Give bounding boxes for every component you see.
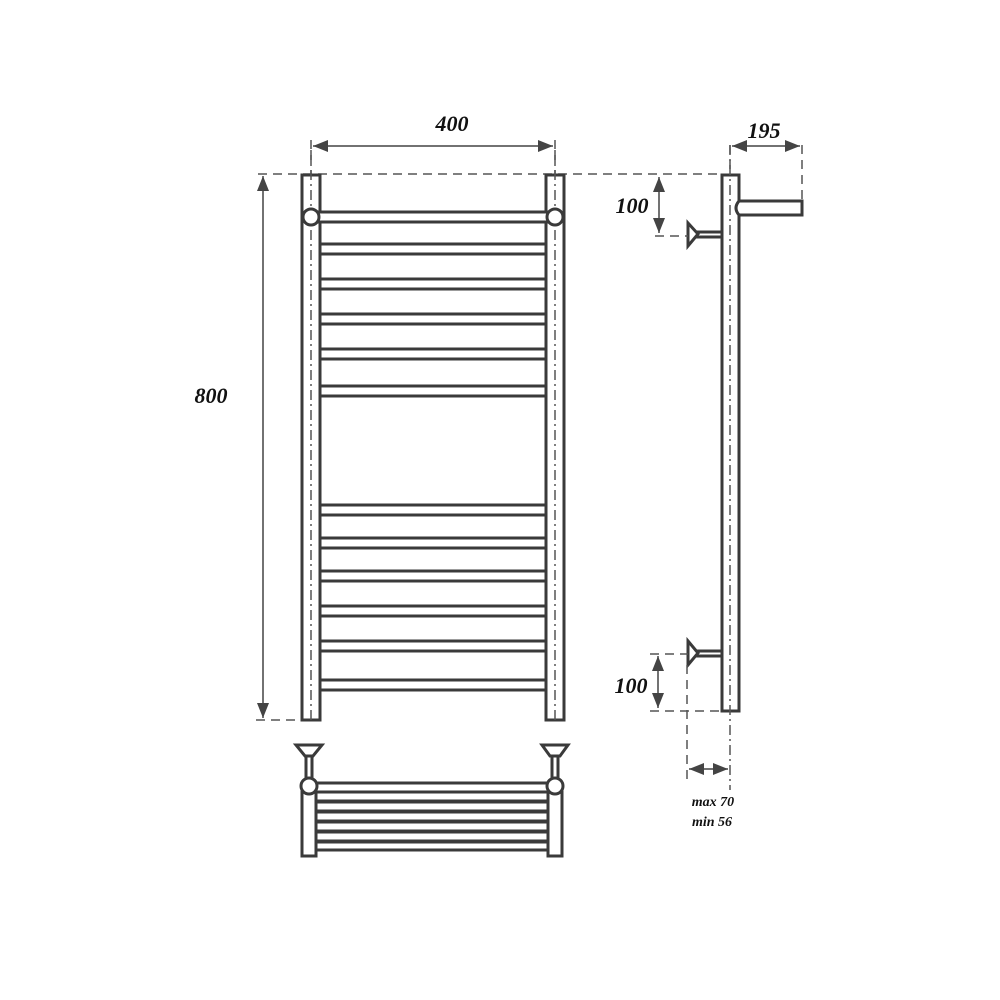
top-view-left-cap	[299, 776, 319, 796]
top-rail-left-cap	[301, 207, 321, 227]
height-label: 800	[195, 383, 228, 408]
bottom-wall-mount	[686, 636, 724, 670]
front-view: 400 800	[195, 111, 720, 722]
wall-distance-max: max 70	[692, 795, 734, 810]
top-view-right-post	[546, 790, 564, 858]
wall-distance-min: min 56	[692, 815, 732, 830]
width-label: 400	[435, 111, 469, 136]
top-view-bars	[314, 781, 550, 852]
top-mount-label: 100	[616, 193, 649, 218]
depth-label: 195	[748, 118, 781, 143]
top-view-right-mount	[539, 743, 571, 782]
top-view-left-mount	[292, 743, 326, 782]
side-view: 195 100 100 max 70 min 56	[615, 118, 804, 830]
upper-bars	[318, 242, 548, 398]
top-wall-mount	[686, 219, 724, 251]
top-view-left-post	[300, 790, 318, 858]
top-rail-projection	[734, 199, 804, 217]
lower-bars	[318, 503, 548, 692]
bottom-mount-label: 100	[615, 673, 648, 698]
top-view	[292, 743, 571, 858]
top-rail	[309, 210, 557, 224]
top-view-right-cap	[545, 776, 565, 796]
top-rail-right-cap	[545, 207, 565, 227]
